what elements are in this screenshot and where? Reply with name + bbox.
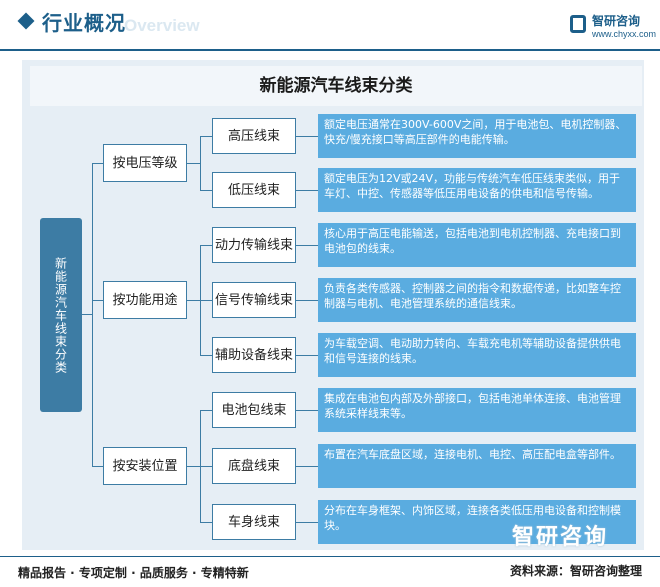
connector (296, 245, 318, 246)
connector (187, 300, 200, 301)
desc-chassis: 布置在汽车底盘区域，连接电机、电控、高压配电盒等部件。 (318, 444, 636, 488)
connector (296, 136, 318, 137)
logo-name: 智研咨询 (592, 14, 641, 28)
sub-node-body: 车身线束 (212, 504, 296, 540)
connector (296, 300, 318, 301)
connector (296, 466, 318, 467)
connector (92, 466, 103, 467)
diagram-title: 新能源汽车线束分类 (30, 66, 642, 106)
category-position-node: 按安装位置 (103, 447, 187, 485)
sub-node-battery-pack: 电池包线束 (212, 392, 296, 428)
sub-node-low-voltage: 低压线束 (212, 172, 296, 208)
connector (296, 522, 318, 523)
page-title: 行业概况 (42, 11, 126, 35)
connector (200, 410, 212, 411)
sub-node-signal-transmission: 信号传输线束 (212, 282, 296, 318)
sub-node-auxiliary: 辅助设备线束 (212, 337, 296, 373)
connector (92, 300, 103, 301)
connector (187, 466, 200, 467)
connector (200, 522, 212, 523)
connector (296, 355, 318, 356)
footer-watermark: 智研咨询 (512, 525, 609, 550)
sub-node-high-voltage: 高压线束 (212, 118, 296, 154)
sub-node-chassis: 底盘线束 (212, 448, 296, 484)
root-node: 新能源汽车线束分类 (40, 218, 82, 412)
footer-divider (0, 556, 660, 557)
root-node-label: 新能源汽车线束分类 (53, 256, 68, 374)
category-voltage-node: 按电压等级 (103, 144, 187, 182)
desc-battery-pack: 集成在电池包内部及外部接口，包括电池单体连接、电池管理系统采样线束等。 (318, 388, 636, 432)
logo-url: www.chyxx.com (592, 29, 657, 39)
connector (82, 314, 92, 315)
logo-icon (570, 15, 586, 33)
brand-logo: 智研咨询 www.chyxx.com (570, 12, 656, 44)
connector (92, 163, 93, 466)
connector (92, 163, 103, 164)
header-divider (0, 49, 660, 51)
connector (296, 190, 318, 191)
desc-high-voltage: 额定电压通常在300V-600V之间，用于电池包、电机控制器、快充/慢充接口等高… (318, 114, 636, 158)
category-function-node: 按功能用途 (103, 281, 187, 319)
desc-auxiliary: 为车载空调、电动助力转向、车载充电机等辅助设备提供供电和信号连接的线束。 (318, 333, 636, 377)
footer-source: 资料来源：智研咨询整理 (510, 564, 643, 578)
desc-signal-transmission: 负责各类传感器、控制器之间的指令和数据传递，比如整车控制器与电机、电池管理系统的… (318, 278, 636, 322)
connector (200, 245, 212, 246)
desc-power-transmission: 核心用于高压电能输送，包括电池到电机控制器、充电接口到电池包的线束。 (318, 223, 636, 267)
footer-tagline: 精品报告 · 专项定制 · 品质服务 · 专精特新 (18, 566, 249, 580)
connector (200, 136, 212, 137)
header-diamond-icon (17, 12, 35, 30)
connector (200, 300, 212, 301)
sub-node-power-transmission: 动力传输线束 (212, 227, 296, 263)
connector (296, 410, 318, 411)
connector (200, 355, 212, 356)
header-subtitle: Overview (124, 16, 200, 35)
connector (200, 136, 201, 190)
connector (200, 466, 212, 467)
connector (200, 190, 212, 191)
desc-body: 分布在车身框架、内饰区域，连接各类低压用电设备和控制模块。 (318, 500, 636, 544)
desc-low-voltage: 额定电压为12V或24V，功能与传统汽车低压线束类似，用于车灯、中控、传感器等低… (318, 168, 636, 212)
connector (187, 163, 200, 164)
